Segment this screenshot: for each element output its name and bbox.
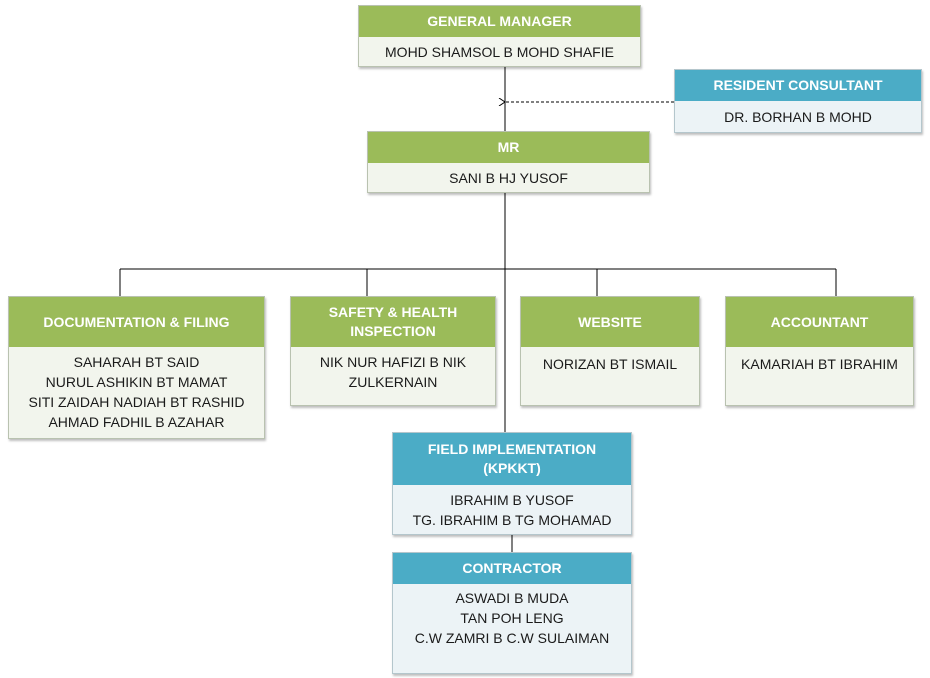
node-title: CONTRACTOR	[462, 560, 562, 576]
node-field-implementation: FIELD IMPLEMENTATION (KPKKT) IBRAHIM B Y…	[392, 432, 632, 535]
node-header: WEBSITE	[521, 297, 699, 347]
node-body: SANI B HJ YUSOF	[368, 163, 649, 192]
person-name: ASWADI B MUDA	[455, 590, 569, 606]
person-name: IBRAHIM B YUSOF	[450, 491, 574, 508]
node-header: ACCOUNTANT	[726, 297, 913, 347]
person-name: NIK NUR HAFIZI B NIK	[319, 354, 467, 370]
node-general-manager: GENERAL MANAGER MOHD SHAMSOL B MOHD SHAF…	[358, 5, 641, 67]
node-contractor: CONTRACTOR ASWADI B MUDA TAN POH LENG C.…	[392, 552, 632, 674]
person-name: AHMAD FADHIL B AZAHAR	[48, 414, 225, 430]
node-title: DOCUMENTATION & FILING	[43, 313, 230, 330]
person-name: SANI B HJ YUSOF	[449, 169, 568, 186]
person-name: TAN POH LENG	[460, 610, 564, 626]
node-body: IBRAHIM B YUSOF TG. IBRAHIM B TG MOHAMAD	[393, 485, 631, 534]
node-documentation-filing: DOCUMENTATION & FILING SAHARAH BT SAID N…	[8, 296, 265, 439]
node-header: MR	[368, 132, 649, 163]
node-title-line: (KPKKT)	[483, 460, 541, 476]
node-body: MOHD SHAMSOL B MOHD SHAFIE	[359, 37, 640, 66]
node-title-line: FIELD IMPLEMENTATION	[427, 441, 597, 457]
node-title: WEBSITE	[578, 313, 642, 330]
node-title-line: SAFETY & HEALTH	[328, 304, 458, 320]
node-body: NIK NUR HAFIZI B NIK ZULKERNAIN	[291, 347, 495, 405]
person-name: C.W ZAMRI B C.W SULAIMAN	[414, 630, 610, 646]
node-title-line: INSPECTION	[350, 323, 436, 339]
node-title: RESIDENT CONSULTANT	[713, 77, 883, 93]
node-body: DR. BORHAN B MOHD	[675, 101, 921, 132]
node-title: GENERAL MANAGER	[427, 13, 572, 29]
node-mr: MR SANI B HJ YUSOF	[367, 131, 650, 193]
person-name: DR. BORHAN B MOHD	[724, 108, 872, 125]
person-name: MOHD SHAMSOL B MOHD SHAFIE	[385, 43, 614, 60]
node-header: CONTRACTOR	[393, 553, 631, 584]
person-name: TG. IBRAHIM B TG MOHAMAD	[412, 511, 612, 528]
node-body: ASWADI B MUDA TAN POH LENG C.W ZAMRI B C…	[393, 584, 631, 673]
node-header: FIELD IMPLEMENTATION (KPKKT)	[393, 433, 631, 485]
person-name: KAMARIAH BT IBRAHIM	[741, 356, 898, 372]
node-header: GENERAL MANAGER	[359, 6, 640, 37]
person-name: SITI ZAIDAH NADIAH BT RASHID	[28, 394, 245, 410]
person-name: NURUL ASHIKIN BT MAMAT	[45, 374, 228, 390]
person-name: SAHARAH BT SAID	[73, 354, 200, 370]
node-resident-consultant: RESIDENT CONSULTANT DR. BORHAN B MOHD	[674, 69, 922, 133]
node-safety-health-inspection: SAFETY & HEALTH INSPECTION NIK NUR HAFIZ…	[290, 296, 496, 406]
node-header: DOCUMENTATION & FILING	[9, 297, 264, 347]
node-header: SAFETY & HEALTH INSPECTION	[291, 297, 495, 347]
node-body: KAMARIAH BT IBRAHIM	[726, 347, 913, 405]
node-accountant: ACCOUNTANT KAMARIAH BT IBRAHIM	[725, 296, 914, 406]
node-title: ACCOUNTANT	[770, 313, 869, 330]
node-website: WEBSITE NORIZAN BT ISMAIL	[520, 296, 700, 406]
person-name: ZULKERNAIN	[348, 374, 438, 390]
node-body: SAHARAH BT SAID NURUL ASHIKIN BT MAMAT S…	[9, 347, 264, 438]
person-name: NORIZAN BT ISMAIL	[542, 356, 678, 372]
node-header: RESIDENT CONSULTANT	[675, 70, 921, 101]
node-title: MR	[497, 139, 520, 155]
node-body: NORIZAN BT ISMAIL	[521, 347, 699, 405]
